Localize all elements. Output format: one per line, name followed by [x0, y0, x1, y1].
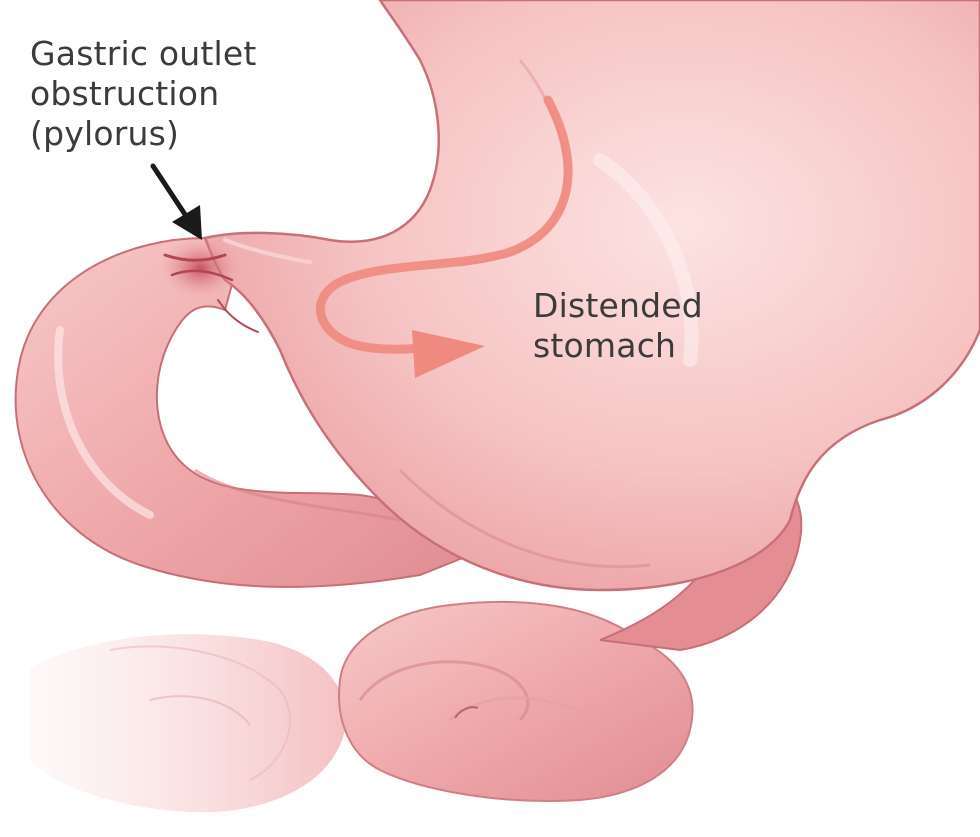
label-line: obstruction	[30, 74, 257, 114]
label-line: Gastric outlet	[30, 34, 257, 74]
faded-intestine	[30, 634, 346, 812]
label-line: Distended	[533, 286, 703, 326]
black-arrow-icon	[153, 166, 202, 240]
label-line: stomach	[533, 326, 703, 366]
label-line: (pylorus)	[30, 114, 257, 154]
gastric-outlet-obstruction-label: Gastric outlet obstruction (pylorus)	[30, 34, 257, 154]
distended-stomach-label: Distended stomach	[533, 286, 703, 366]
